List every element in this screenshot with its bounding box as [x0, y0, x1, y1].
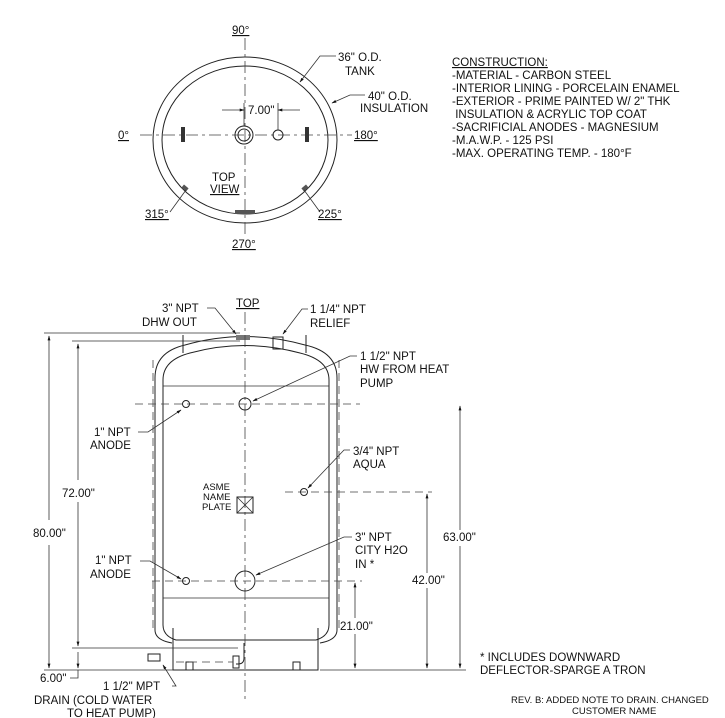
anode-upper-label: 1" NPT [94, 427, 131, 439]
angle-270: 270° [232, 239, 256, 251]
dim-42: 42.00" [412, 575, 445, 587]
revision-note: CUSTOMER NAME [572, 706, 656, 717]
dim-63: 63.00" [443, 532, 476, 544]
angle-315: 315° [145, 209, 169, 221]
construction-line: -SACRIFICIAL ANODES - MAGNESIUM [452, 122, 659, 134]
top-view-label: TOP [212, 172, 236, 184]
anode-upper [182, 400, 190, 408]
angle-0: 0° [118, 130, 129, 142]
dhw-out-label: DHW OUT [142, 317, 197, 329]
tank-shell [162, 345, 330, 641]
anode-upper-label: ANODE [90, 440, 131, 452]
drain-label: TO HEAT PUMP) [67, 708, 156, 718]
construction-notes: CONSTRUCTION: -MATERIAL - CARBON STEEL -… [452, 57, 680, 160]
footnote: * INCLUDES DOWNWARD [480, 652, 620, 664]
aqua-label: AQUA [353, 459, 386, 471]
nameplate-label: NAME [203, 492, 230, 503]
insulation-jacket [154, 336, 338, 644]
construction-line: -MAX. OPERATING TEMP. - 180°F [452, 148, 632, 160]
dim-72: 72.00" [62, 488, 95, 500]
leg-315 [181, 184, 189, 192]
anode-lower-label: 1" NPT [95, 555, 132, 567]
tank-label: TANK [345, 66, 375, 78]
hw-from-hp-label: HW FROM HEAT [360, 364, 449, 376]
drain-label: 1 1/2" MPT [103, 681, 160, 693]
drain-fitting [147, 653, 161, 662]
nameplate-label: PLATE [202, 502, 231, 513]
dim-7: 7.00" [248, 105, 274, 117]
top-view: 7.00" 90° 0° 180° 270° 315° 225° TOP VIE… [118, 25, 428, 251]
dhw-outlet-fitting [236, 335, 250, 340]
nameplate-label: ASME [203, 482, 230, 493]
construction-title: CONSTRUCTION: [452, 57, 548, 69]
dhw-out-label: 3" NPT [162, 303, 199, 315]
leg-270 [235, 210, 255, 214]
relief-label: 1 1/4" NPT [310, 304, 366, 316]
aqua-nozzle [300, 488, 308, 496]
side-view: ASME NAME PLATE TOP 3" NPT DHW OUT 1 1/4… [33, 298, 476, 718]
leg-right [292, 661, 301, 671]
relief-label: RELIEF [310, 318, 350, 330]
aqua-label: 3/4" NPT [353, 446, 399, 458]
angle-90: 90° [232, 25, 249, 37]
footnote: DEFLECTOR-SPARGE A TRON [480, 665, 646, 677]
construction-line: -M.A.W.P. - 125 PSI [452, 135, 553, 147]
drain-pipe [236, 643, 245, 665]
notes: * INCLUDES DOWNWARD DEFLECTOR-SPARGE A T… [480, 652, 709, 717]
hw-from-hp-label: PUMP [360, 378, 394, 390]
asme-nameplate-icon [236, 496, 254, 514]
city-in-label: CITY H2O [355, 545, 408, 557]
insulation-od-label: 40" O.D. [368, 91, 412, 103]
angle-225: 225° [318, 209, 342, 221]
city-in-label: IN * [355, 559, 375, 571]
dhw-outlet-inner [237, 128, 251, 142]
construction-line: -MATERIAL - CARBON STEEL [452, 70, 612, 82]
insulation-label: INSULATION [360, 103, 428, 115]
city-water-nozzle [234, 570, 256, 592]
base-skirt [172, 628, 319, 671]
angle-180: 180° [354, 130, 378, 142]
city-in-label: 3" NPT [355, 532, 392, 544]
construction-line: INSULATION & ACRYLIC TOP COAT [452, 109, 647, 121]
tank-od-label: 36" O.D. [338, 52, 382, 64]
relief-fitting [272, 336, 284, 350]
anode-lower-label: ANODE [90, 569, 131, 581]
construction-line: -INTERIOR LINING - PORCELAIN ENAMEL [452, 83, 680, 95]
top-label: TOP [236, 298, 260, 310]
anode-lower [182, 577, 190, 585]
top-view-label-2: VIEW [210, 184, 240, 196]
dim-80: 80.00" [33, 528, 66, 540]
dim-6: 6.00" [40, 673, 66, 685]
leg-left [185, 661, 194, 671]
lift-lug-right [305, 127, 309, 142]
revision-note: REV. B: ADDED NOTE TO DRAIN. CHANGED [511, 695, 709, 706]
drain-label: DRAIN (COLD WATER [34, 695, 152, 707]
dim-21: 21.00" [340, 621, 373, 633]
lift-lug-left [181, 127, 185, 142]
hw-from-heat-pump-nozzle [238, 397, 252, 411]
hw-from-hp-label: 1 1/2" NPT [360, 351, 416, 363]
construction-line: -EXTERIOR - PRIME PAINTED W/ 2" THK [452, 96, 671, 108]
leg-225 [301, 184, 309, 192]
